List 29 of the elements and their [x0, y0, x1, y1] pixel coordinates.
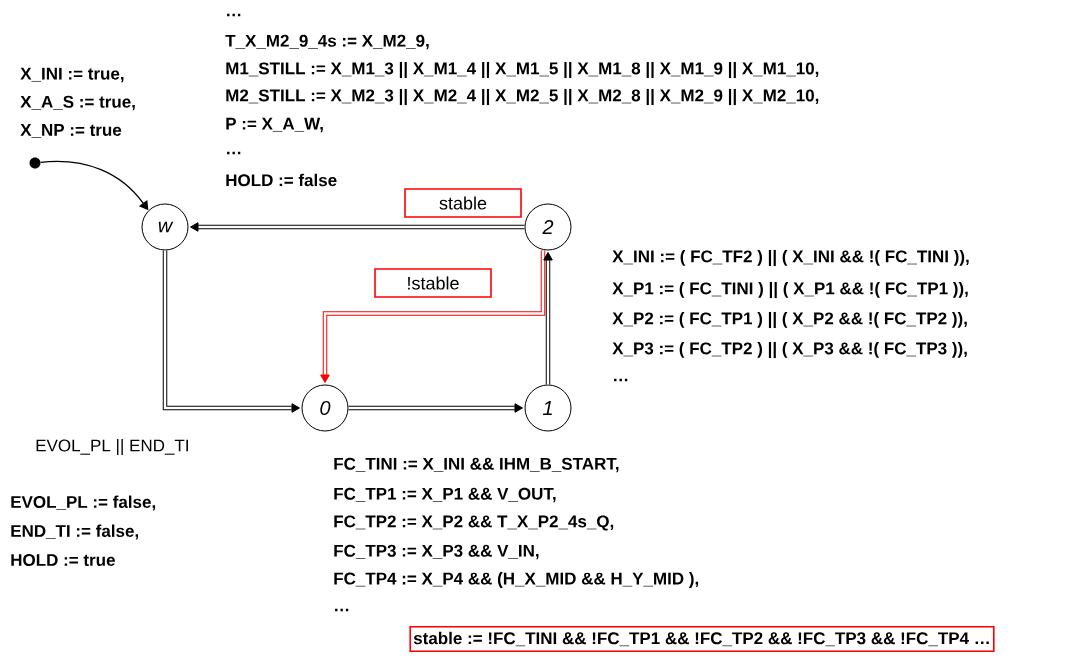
code-line: …	[227, 151, 241, 155]
code-line: FC_TP4 := X_P4 && (H_X_MID && H_Y_MID ),	[334, 572, 699, 588]
edge-label: !stable	[374, 268, 492, 298]
code-line: END_TI := false,	[11, 524, 138, 540]
arrow	[162, 250, 300, 413]
code-line: FC_TP1 := X_P1 && V_OUT,	[334, 487, 556, 503]
arrow	[543, 252, 553, 385]
highlight-box: stable := !FC_TINI && !FC_TP1 && !FC_TP2 && !FC_TP3 && !FC_TP4 …	[409, 626, 995, 652]
code-line: X_P1 := ( FC_TINI ) || ( X_P1 && !( FC_TP1 )),	[612, 281, 968, 299]
code-line: FC_TP2 := X_P2 && T_X_P2_4s_Q,	[334, 515, 614, 531]
arrow	[190, 222, 525, 232]
code-line: M1_STILL := X_M1_3 || X_M1_4 || X_M1_5 || X_M1_8 || X_M1_9 || X_M1_10,	[226, 61, 819, 79]
code-line: X_NP := true	[20, 124, 122, 138]
edge-label: stable	[404, 188, 522, 218]
code-line: EVOL_PL := false,	[11, 495, 156, 511]
code-line: FC_TP3 := X_P3 && V_IN,	[334, 544, 539, 560]
code-line: T_X_M2_9_4s := X_M2_9,	[225, 34, 429, 50]
code-line: P := X_A_W,	[226, 117, 323, 133]
code-line: M2_STILL := X_M2_3 || X_M2_4 || X_M2_5 || X_M2_8 || X_M2_9 || X_M2_10,	[226, 88, 819, 106]
code-line: EVOL_PL || END_TI	[36, 439, 188, 455]
code-line: X_P2 := ( FC_TP1 ) || ( X_P2 && !( FC_TP2 )),	[612, 311, 967, 329]
code-line: FC_TINI := X_INI && IHM_B_START,	[334, 457, 619, 473]
code-line: X_INI := true,	[20, 67, 124, 83]
code-line: …	[614, 378, 628, 382]
code-line: …	[227, 13, 241, 17]
code-line: …	[335, 608, 349, 612]
arrow	[320, 250, 546, 383]
code-line: HOLD := true	[11, 553, 115, 566]
arrow	[348, 403, 523, 413]
